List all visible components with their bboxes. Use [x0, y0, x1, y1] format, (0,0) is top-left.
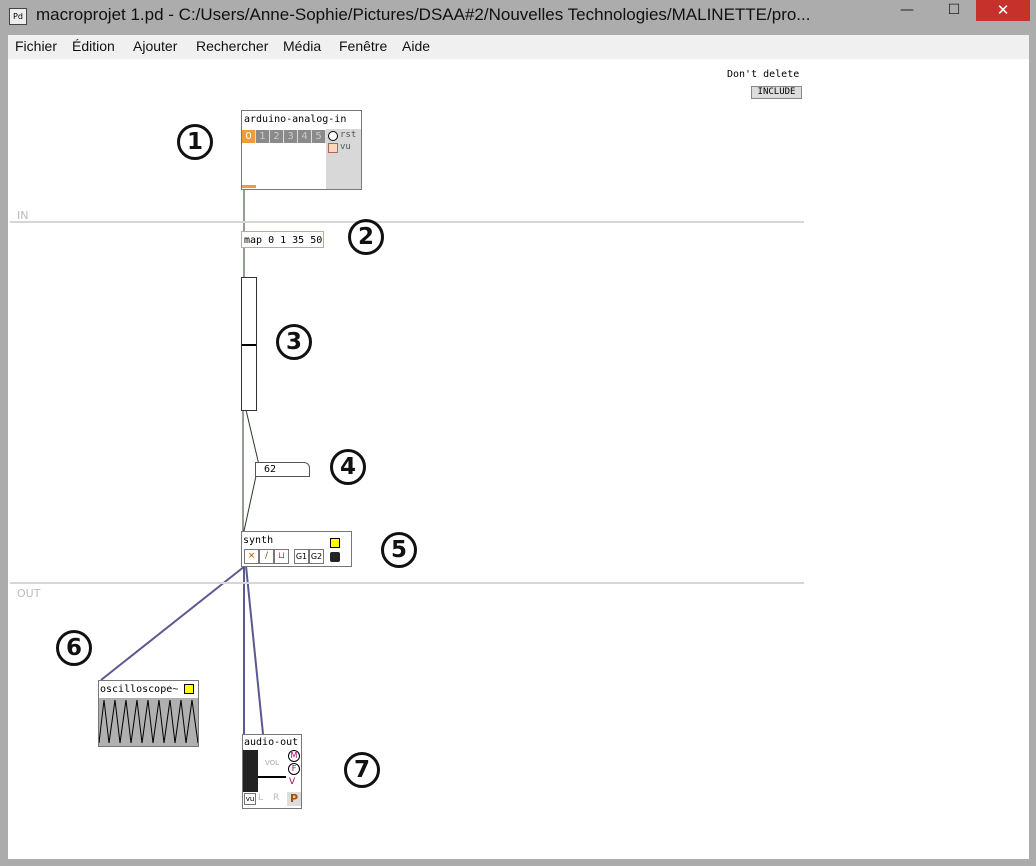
v-button[interactable]: V — [289, 777, 296, 787]
map-object[interactable]: map 0 1 35 50 — [241, 231, 324, 248]
f-button[interactable]: F — [288, 763, 300, 775]
vu-meter — [243, 750, 258, 792]
signal-wire — [245, 565, 264, 735]
volume-knob — [258, 776, 286, 778]
arduino-analog-in-object[interactable]: arduino-analog-in 0 1 2 3 4 5 rst vu — [241, 110, 362, 190]
control-wire — [245, 409, 260, 466]
marker-7: 7 — [344, 752, 380, 788]
menu-aide[interactable]: Aide — [402, 38, 431, 54]
waveform-display — [99, 698, 198, 746]
channel-0-button[interactable]: 0 — [242, 130, 256, 143]
synth-object[interactable]: synth ⨯ / ⊔ G1 G2 — [241, 531, 352, 567]
number-value: 62 — [264, 464, 277, 475]
volume-slider[interactable]: VOL — [264, 759, 280, 767]
menu-bar: Fichier Édition Ajouter Rechercher Média… — [8, 35, 1029, 59]
menu-media[interactable]: Média — [283, 38, 322, 54]
vu-toggle[interactable] — [328, 143, 338, 153]
in-label: IN — [17, 209, 29, 222]
out-separator — [10, 582, 804, 584]
number-box[interactable]: 62 — [255, 462, 310, 477]
channel-4-button[interactable]: 4 — [298, 130, 312, 143]
control-wire — [243, 475, 257, 532]
vu-button[interactable]: vu — [244, 793, 256, 805]
synth-toggle[interactable] — [330, 538, 340, 548]
mute-button[interactable]: M — [288, 750, 300, 762]
waveform-saw-button[interactable]: / — [259, 549, 274, 564]
audio-out-object[interactable]: audio-out VOL M F V vu L R P — [242, 734, 302, 809]
waveform-square-button[interactable]: ⊔ — [274, 549, 289, 564]
menu-fenetre[interactable]: Fenêtre — [339, 38, 388, 54]
menu-ajouter[interactable]: Ajouter — [133, 38, 178, 54]
oscilloscope-toggle[interactable] — [184, 684, 194, 694]
left-button[interactable]: L — [258, 793, 264, 803]
vu-label: vu — [340, 142, 351, 152]
minimize-button[interactable]: — — [900, 2, 914, 18]
synth-title: synth — [243, 535, 274, 546]
rst-bang[interactable] — [328, 131, 338, 141]
oscilloscope-object[interactable]: oscilloscope~ — [98, 680, 199, 747]
include-button[interactable]: INCLUDE — [751, 86, 802, 99]
oscilloscope-title: oscilloscope~ — [100, 684, 179, 695]
out-label: OUT — [17, 587, 41, 600]
maximize-button[interactable]: ☐ — [947, 2, 961, 18]
waveform-sine-button[interactable]: ⨯ — [244, 549, 259, 564]
dont-delete-comment: Don't delete — [727, 69, 800, 80]
window-title: macroprojet 1.pd - C:/Users/Anne-Sophie/… — [36, 5, 811, 24]
channel-selector: 0 1 2 3 4 5 — [242, 130, 326, 143]
vertical-slider[interactable] — [241, 277, 257, 411]
channel-1-button[interactable]: 1 — [256, 130, 270, 143]
marker-2: 2 — [348, 219, 384, 255]
pd-app-icon: Pd — [9, 8, 27, 25]
channel-2-button[interactable]: 2 — [270, 130, 284, 143]
channel-3-button[interactable]: 3 — [284, 130, 298, 143]
p-button[interactable]: P — [287, 792, 301, 806]
title-bar: Pd macroprojet 1.pd - C:/Users/Anne-Soph… — [0, 0, 1036, 34]
menu-edition[interactable]: Édition — [72, 38, 115, 54]
marker-6: 6 — [56, 630, 92, 666]
slider-knob[interactable] — [242, 344, 256, 346]
close-button[interactable]: ✕ — [976, 0, 1030, 21]
level-bar — [242, 185, 256, 188]
marker-3: 3 — [276, 324, 312, 360]
arduino-title: arduino-analog-in — [244, 114, 347, 125]
menu-rechercher[interactable]: Rechercher — [196, 38, 269, 54]
marker-5: 5 — [381, 532, 417, 568]
g2-button[interactable]: G2 — [309, 549, 324, 564]
rst-label: rst — [340, 130, 357, 140]
channel-5-button[interactable]: 5 — [312, 130, 326, 143]
in-separator — [10, 221, 804, 223]
marker-1: 1 — [177, 124, 213, 160]
marker-4: 4 — [330, 449, 366, 485]
g1-button[interactable]: G1 — [294, 549, 309, 564]
right-button[interactable]: R — [273, 793, 280, 803]
menu-fichier[interactable]: Fichier — [15, 38, 58, 54]
synth-bang[interactable] — [330, 552, 340, 562]
audio-out-title: audio-out — [244, 737, 299, 748]
signal-wire — [100, 565, 246, 681]
